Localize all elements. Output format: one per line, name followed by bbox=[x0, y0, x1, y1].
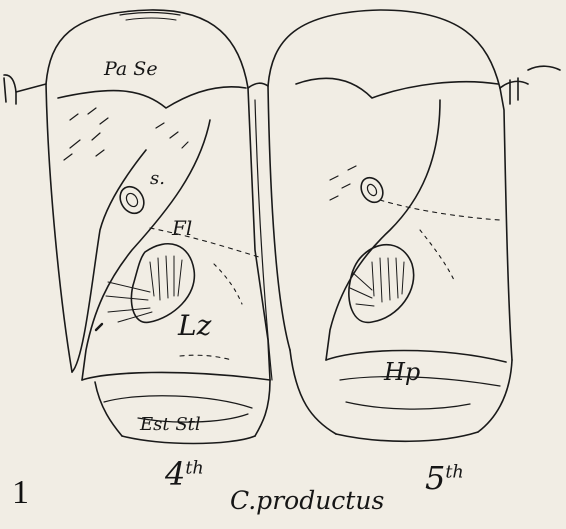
right-edge-stub bbox=[500, 66, 560, 104]
segment-5-label: 5th bbox=[425, 462, 464, 494]
label-s: s. bbox=[150, 170, 165, 188]
label-fl: Fl bbox=[172, 218, 192, 238]
label-hp: Hp bbox=[384, 360, 420, 384]
segment-4-label: 4th bbox=[165, 458, 204, 490]
label-est-stl: Est Stl bbox=[140, 416, 201, 434]
left-edge-stub bbox=[4, 75, 46, 104]
label-pa-se: Pa Se bbox=[104, 60, 158, 79]
segment-4-ordinal: 4 bbox=[165, 455, 185, 493]
label-lz: Lz bbox=[178, 312, 211, 340]
segment-4-suffix: th bbox=[185, 458, 203, 478]
segment-4-outline bbox=[46, 10, 270, 444]
species-caption: C.productus bbox=[230, 488, 384, 513]
segment-5-suffix: th bbox=[445, 462, 463, 482]
segment-5-ordinal: 5 bbox=[425, 459, 445, 497]
figure-number: 1 bbox=[12, 476, 29, 510]
